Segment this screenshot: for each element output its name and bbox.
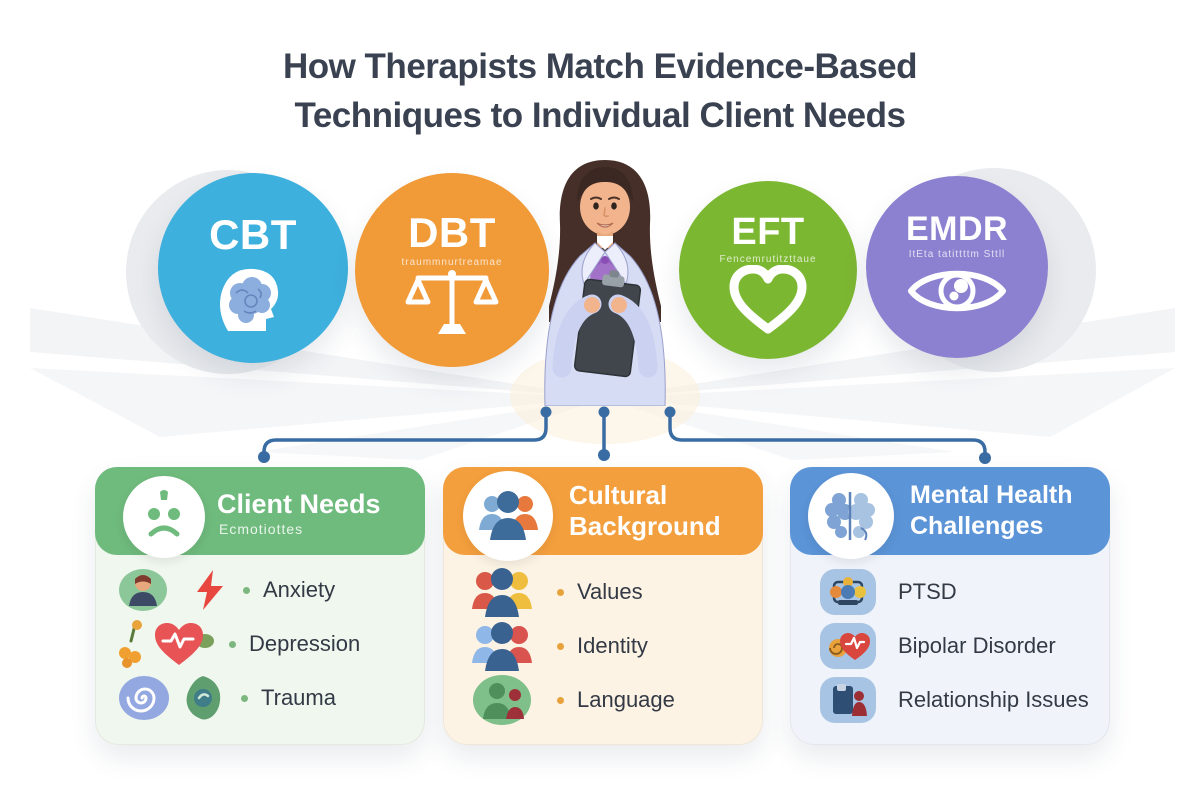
list-item-ptsd: PTSD (820, 567, 957, 617)
emdr-label: EMDR (905, 210, 1009, 248)
list-item-anxiety: Anxiety (117, 565, 335, 615)
cbt-label: CBT (209, 211, 297, 258)
page-title: How Therapists Match Evidence-Based Tech… (0, 42, 1200, 140)
list-item-bipolar: Bipolar Disorder (820, 621, 1056, 671)
lightning-bolt-icon (193, 568, 227, 612)
card-client-needs-title: Client Needs (217, 489, 381, 519)
page-title-line1: How Therapists Match Evidence-Based (282, 47, 918, 86)
therapist-illustration (544, 160, 666, 406)
title-line2: Background (569, 511, 721, 541)
heart-outline-icon (679, 265, 857, 339)
connector-lines (258, 406, 991, 464)
bullet-dot (229, 640, 236, 648)
title-line1: Cultural (569, 480, 668, 510)
head-brain-icon (158, 259, 348, 345)
brain-icon (808, 473, 894, 559)
card-mental-health-title: Mental Health Challenges (910, 480, 1073, 542)
balance-scale-icon (355, 268, 549, 344)
card-client-needs-subtitle: Ecmotiottes (219, 521, 304, 537)
spiral-icon (117, 673, 175, 723)
dbt-label: DBT (408, 209, 496, 256)
eye-icon (866, 260, 1048, 322)
bullet-dot (243, 586, 250, 594)
list-item-language: Language (471, 675, 675, 725)
bullet-dot (557, 642, 564, 650)
heart-pulse-icon (151, 619, 215, 669)
list-item-identity: Identity (471, 621, 648, 671)
technique-circle-eft: EFT Fencemrutitzttaue (679, 181, 857, 359)
title-line2: Challenges (910, 512, 1044, 540)
dbt-subtext: traummnurtreamae (401, 257, 503, 268)
page-title-line2: Techniques to Individual Client Needs (294, 96, 906, 135)
language-people-icon (471, 673, 533, 727)
item-label-anxiety: Anxiety (263, 577, 336, 602)
ptsd-icon (820, 569, 876, 615)
item-label-ptsd: PTSD (898, 579, 957, 604)
title-line1: Mental Health (910, 481, 1073, 509)
wilting-plant-icon (113, 619, 149, 669)
values-people-icon (471, 565, 533, 619)
sad-face-icon (123, 476, 205, 558)
technique-circle-emdr: EMDR ItEta tatittttm Sttll (866, 176, 1048, 358)
item-label-trauma: Trauma (261, 685, 336, 710)
card-cultural-background: Cultural Background Values (443, 467, 763, 745)
identity-people-icon (471, 619, 533, 673)
technique-circle-cbt: CBT (158, 173, 348, 363)
item-label-bipolar: Bipolar Disorder (898, 633, 1056, 658)
people-group-icon (463, 471, 553, 561)
list-item-trauma: Trauma (117, 673, 336, 723)
item-label-language: Language (577, 687, 675, 712)
list-item-depression: Depression (113, 619, 360, 669)
card-cultural-background-title: Cultural Background (569, 480, 721, 542)
anxiety-person-icon (117, 566, 187, 614)
bullet-dot (557, 588, 564, 596)
item-label-depression: Depression (249, 631, 361, 656)
mind-leaf-icon (181, 674, 225, 722)
bipolar-disorder-icon (820, 623, 876, 669)
card-mental-health-challenges: Mental Health Challenges PTSD (790, 467, 1110, 745)
card-client-needs: Client Needs Ecmotiottes Anxiety (95, 467, 425, 745)
bullet-dot (557, 696, 564, 704)
item-label-identity: Identity (577, 633, 648, 658)
item-label-values: Values (577, 579, 643, 604)
emdr-subtext: ItEta tatittttm Sttll (908, 249, 1006, 260)
eft-label: EFT (731, 211, 805, 253)
relationship-issues-icon (820, 677, 876, 723)
bullet-dot (241, 694, 248, 702)
technique-circle-dbt: DBT traummnurtreamae (355, 173, 549, 367)
list-item-relationship: Relationship Issues (820, 675, 1089, 725)
item-label-relationship: Relationship Issues (898, 687, 1089, 712)
eft-subtext: Fencemrutitzttaue (719, 254, 817, 265)
list-item-values: Values (471, 567, 643, 617)
